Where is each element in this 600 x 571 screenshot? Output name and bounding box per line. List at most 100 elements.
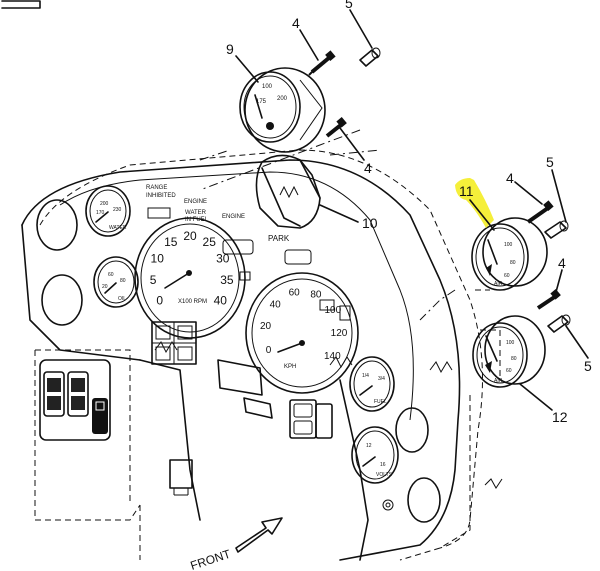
svg-text:80: 80 — [510, 260, 516, 266]
callout-10: 10 — [362, 215, 378, 231]
connector-bracket — [169, 459, 193, 496]
tach-tick-label: 5 — [150, 273, 157, 287]
svg-text:100: 100 — [504, 242, 513, 248]
switch-pair — [289, 399, 333, 439]
callout-12: 12 — [552, 409, 568, 425]
leader-4-lower — [555, 269, 563, 293]
speedo-tick-label: 60 — [289, 288, 301, 299]
gauge-9-assembly: 175 200 100 — [239, 67, 326, 153]
speedo-needle — [277, 342, 303, 353]
screw-4-top — [308, 50, 336, 76]
speedo-tick-label: 80 — [310, 290, 322, 301]
leader-9 — [235, 55, 259, 83]
tach-needle — [164, 272, 190, 289]
tach-tick-label: 35 — [220, 273, 234, 287]
callout-4-right: 4 — [506, 170, 514, 186]
svg-text:60: 60 — [108, 272, 114, 278]
fuel-gauge-unit: FUEL — [374, 399, 387, 405]
speedo-tick-label: 40 — [270, 299, 282, 310]
svg-text:60: 60 — [506, 368, 512, 374]
svg-text:175: 175 — [256, 99, 267, 105]
nut-5-top — [359, 47, 381, 67]
leader-4-mid — [339, 127, 365, 161]
speedo-tick-label: 0 — [266, 345, 272, 356]
fuel-gauge: 1/4 3/4 FUEL — [349, 356, 395, 412]
svg-text:1/4: 1/4 — [362, 373, 369, 379]
label-park: PARK — [268, 234, 290, 243]
callout-4-mid: 4 — [364, 160, 372, 176]
volts-gauge-unit: VOLTS — [376, 472, 393, 478]
svg-text:230: 230 — [113, 207, 122, 213]
switch-grid — [151, 321, 197, 365]
svg-text:170: 170 — [96, 210, 105, 216]
svg-text:200: 200 — [277, 96, 288, 102]
nut-5-right — [544, 220, 569, 239]
svg-text:20: 20 — [102, 284, 108, 290]
screw-4-lower — [536, 289, 561, 310]
rocker-switch-module — [39, 359, 111, 441]
svg-text:60: 60 — [504, 273, 510, 279]
svg-text:200: 200 — [100, 201, 109, 207]
speedo-unit: KPH — [284, 364, 296, 370]
front-arrow-icon — [235, 517, 283, 553]
speedo-tick-label: 100 — [324, 305, 341, 316]
leader-5-lower — [565, 325, 589, 359]
svg-text:3/4: 3/4 — [378, 376, 385, 382]
leader-lines — [235, 9, 589, 411]
leader-12 — [519, 383, 553, 411]
label-range: RANGE — [146, 185, 167, 191]
blank-opening-right — [395, 407, 429, 453]
gauge-adapter-10 — [255, 154, 321, 229]
svg-text:100: 100 — [506, 340, 515, 346]
callout-11: 11 — [459, 183, 474, 199]
label-water: WATER — [185, 210, 207, 216]
callout-5-top: 5 — [345, 0, 353, 11]
callout-5-lower: 5 — [584, 358, 592, 374]
tach-tick-label: 25 — [203, 235, 217, 249]
leader-5-right — [551, 169, 567, 223]
tach-tick-label: 0 — [156, 294, 163, 308]
svg-text:100: 100 — [262, 84, 273, 90]
gauge-11-air-pressure: 100 80 60 AIR — [471, 217, 548, 291]
screw-4-mid — [325, 117, 347, 138]
water-temp-gauge: 200 230 170 WATER — [85, 185, 131, 237]
leader-4-top — [299, 29, 319, 61]
screw-4-right — [526, 200, 554, 224]
speedo-tick-label: 120 — [331, 328, 348, 339]
callout-labels: 5 4 9 4 10 11 4 5 4 5 12 — [226, 0, 592, 425]
leader-4-right — [514, 181, 543, 205]
tach-tick-label: 15 — [164, 235, 178, 249]
front-label: FRONT — [189, 547, 233, 571]
callout-4-lower: 4 — [558, 255, 566, 271]
frame-corner — [1, 0, 41, 9]
display-window — [217, 359, 273, 419]
voltmeter: 12 16 VOLTS — [351, 426, 399, 484]
oil-gauge-unit: OIL — [118, 296, 126, 302]
blank-opening-lower-right — [407, 477, 441, 523]
svg-text:80: 80 — [511, 356, 517, 362]
blank-opening-top-left — [36, 199, 78, 251]
tach-tick-label: 10 — [151, 251, 165, 265]
label-inhibited: INHIBITED — [146, 193, 176, 199]
gauge-12-air-pressure: 100 80 60 AIR — [472, 315, 546, 388]
callout-4-top: 4 — [292, 15, 300, 31]
panel-screw-center — [385, 502, 391, 508]
air-gauge-unit-upper: AIR — [494, 281, 503, 287]
callout-5-right: 5 — [546, 154, 554, 170]
svg-text:80: 80 — [120, 278, 126, 284]
oil-pressure-gauge: 60 80 20 OIL — [93, 256, 139, 308]
svg-text:16: 16 — [380, 462, 386, 468]
tach-tick-label: 20 — [183, 229, 197, 243]
leader-5-top — [349, 9, 373, 49]
speedo-tick-label: 140 — [324, 351, 341, 362]
callout-9: 9 — [226, 41, 234, 57]
panel-screw — [382, 499, 394, 511]
nut-5-lower — [547, 314, 571, 333]
tach-tick-label: 40 — [214, 294, 228, 308]
